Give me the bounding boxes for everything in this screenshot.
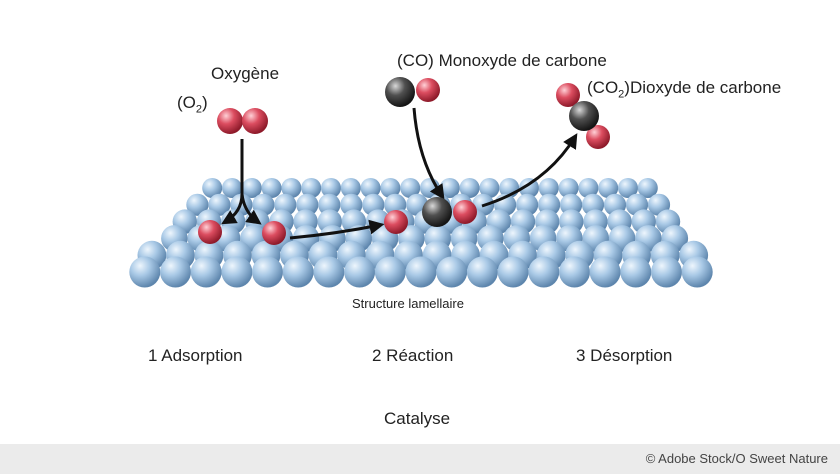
surface-atom [261, 178, 282, 198]
surface-atom [301, 178, 322, 198]
surface-atom [538, 178, 559, 198]
surface-atom [190, 256, 222, 288]
oxygen-atom [217, 108, 243, 134]
surface-atom [436, 256, 468, 288]
image-credit: © Adobe Stock/O Sweet Nature [645, 451, 828, 466]
surface-atom [281, 178, 302, 198]
surface-atom [321, 178, 341, 198]
surface-atom [528, 256, 560, 288]
surface-atom [360, 178, 381, 198]
surface-atom [380, 178, 401, 198]
surface-label: Structure lamellaire [352, 296, 464, 311]
carbon-monoxide-label: (CO) Monoxyde de carbone [397, 51, 607, 70]
oxygen-atom [416, 78, 440, 102]
oxygen-formula-label: (O2) [177, 93, 208, 116]
oxygen-molecule [217, 108, 268, 134]
surface-atom [252, 256, 283, 288]
carbon-dioxide-label: (CO2)Dioxyde de carbone [587, 78, 782, 101]
oxygen-atom [242, 108, 268, 134]
carbon-monoxide-molecule [385, 77, 440, 107]
diagram-title: Catalyse [384, 409, 451, 428]
desorption-arrow [481, 133, 578, 208]
lamellar-surface [129, 178, 713, 288]
step-adsorption: 1 Adsorption [148, 346, 243, 365]
surface-atom [186, 193, 209, 216]
adsorbed-co-molecule [422, 197, 477, 227]
step-desorption: 3 Désorption [576, 346, 673, 365]
carbon-atom [422, 197, 452, 227]
carbon-dioxide-molecule [556, 83, 610, 149]
migrated-oxygen-atom [384, 210, 408, 234]
surface-atom [651, 256, 682, 288]
surface-atom [620, 256, 652, 288]
surface-atom [282, 256, 314, 288]
surface-atom [202, 178, 223, 198]
surface-atom [559, 256, 590, 288]
surface-atom [479, 178, 500, 198]
surface-atom [405, 256, 437, 288]
oxygen-atom [586, 125, 610, 149]
surface-atom [313, 256, 345, 288]
co-approach-arrow [412, 107, 445, 200]
surface-atom [400, 178, 421, 198]
surface-atom [241, 178, 262, 198]
surface-atom [340, 178, 361, 198]
catalysis-diagram [129, 77, 713, 288]
surface-atom [589, 256, 621, 288]
surface-atom [497, 256, 529, 288]
surface-atom [160, 256, 191, 288]
carbon-atom [385, 77, 415, 107]
surface-atom [222, 178, 242, 198]
surface-atom [558, 178, 579, 198]
adsorbed-oxygen-atom-2 [262, 221, 286, 245]
migration-arrow [289, 219, 385, 240]
surface-atom [598, 178, 619, 198]
surface-atom [519, 178, 539, 198]
oxygen-atom [556, 83, 580, 107]
surface-atom [637, 178, 658, 198]
surface-atom [344, 256, 376, 288]
surface-atom [466, 256, 498, 288]
carbon-atom [569, 101, 599, 131]
surface-atom [681, 256, 713, 288]
surface-atom [129, 256, 161, 288]
adsorbed-oxygen-atom-1 [198, 220, 222, 244]
step-reaction: 2 Réaction [372, 346, 454, 365]
surface-atom [578, 178, 599, 198]
adsorption-arrow-right [240, 193, 262, 225]
surface-atom [221, 256, 253, 288]
surface-atom [439, 178, 460, 198]
oxygen-name-label: Oxygène [211, 64, 280, 83]
surface-atom [374, 256, 406, 288]
surface-atom [560, 193, 583, 216]
oxygen-atom [453, 200, 477, 224]
surface-atom [318, 193, 341, 216]
surface-atom [618, 178, 638, 198]
surface-atom [459, 178, 480, 198]
credit-bar: © Adobe Stock/O Sweet Nature [0, 444, 840, 474]
